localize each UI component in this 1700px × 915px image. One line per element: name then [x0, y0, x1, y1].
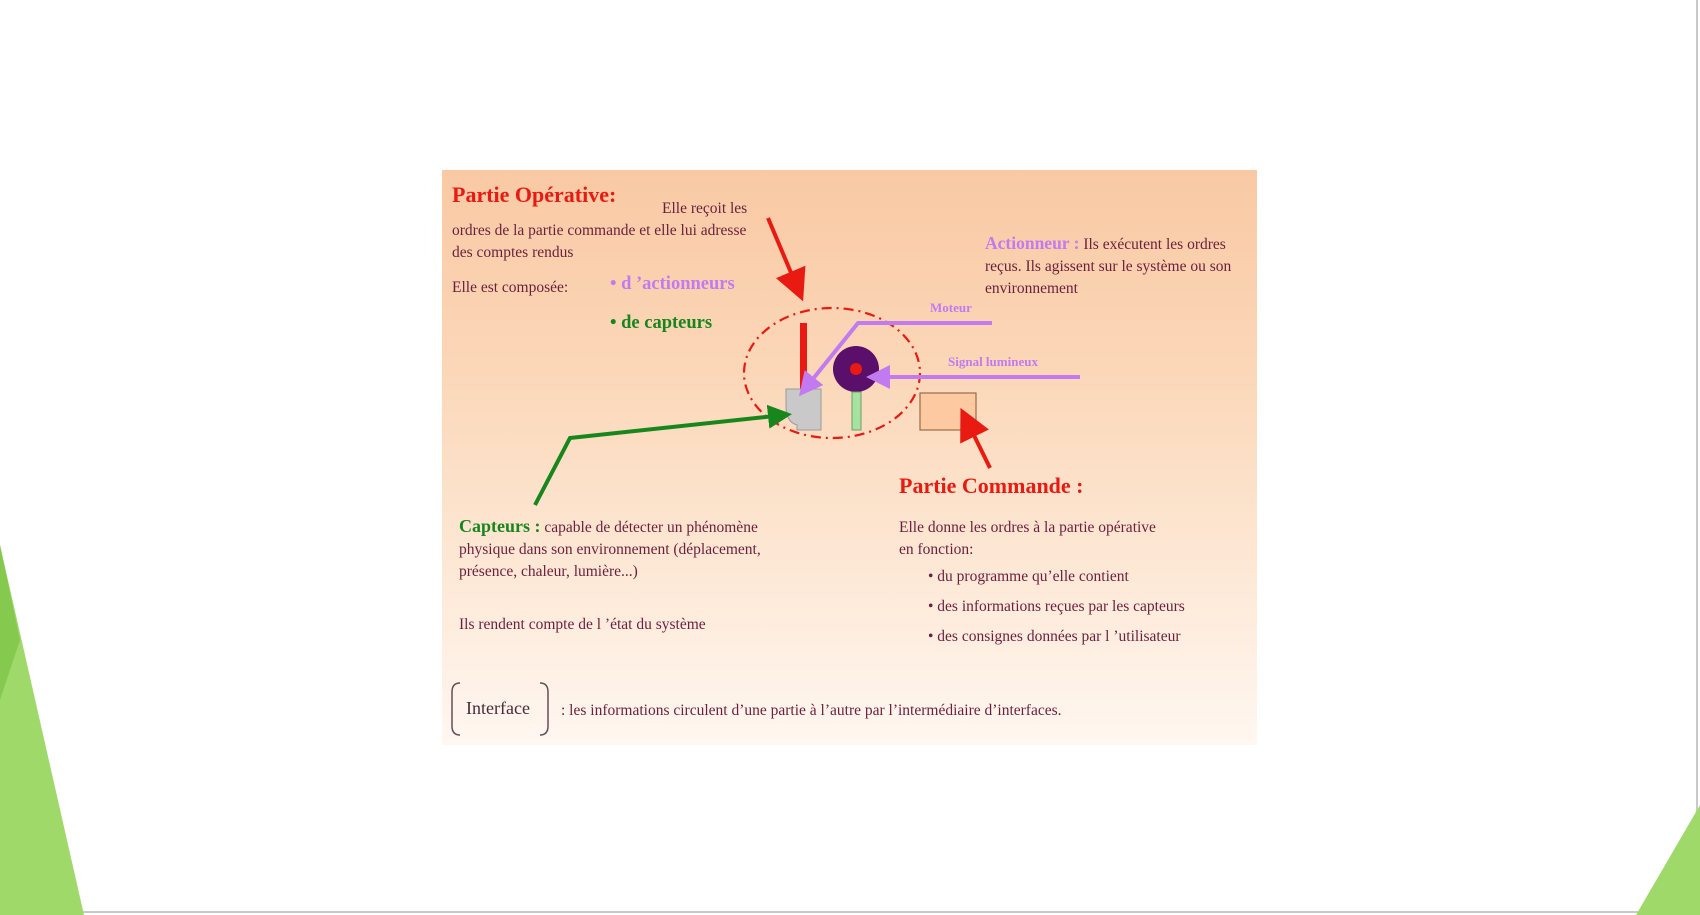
system-diagram: [533, 217, 1080, 506]
operative-part-ellipse: [742, 306, 922, 440]
interface-text: : les informations circulent d’une parti…: [561, 702, 1062, 719]
bullet-capteurs: • de capteurs: [610, 313, 713, 333]
actuator-red-bar: [800, 323, 807, 395]
label-signal-lumineux: Signal lumineux: [948, 354, 1038, 369]
arrow-moteur: [798, 321, 992, 397]
arrow-to-operative: [766, 217, 806, 302]
interface-bracket-box: [451, 682, 549, 736]
sensor-grey-block: [785, 388, 822, 431]
composed-label: Elle est composée:: [452, 279, 569, 296]
commande-bullet: • du programme qu’elle contient: [928, 568, 1129, 585]
capteurs-desc: capable de détecter un phénomène physiqu…: [459, 519, 761, 580]
operative-title-block: Partie Opérative:: [452, 184, 752, 209]
motor-shaft: [851, 391, 862, 431]
capteurs-title: Capteurs :: [459, 516, 541, 536]
operative-desc: Elle reçoit les ordres de la partie comm…: [452, 200, 748, 261]
commande-bullet: • des informations reçues par les capteu…: [928, 598, 1185, 615]
motor-center: [850, 363, 862, 375]
capteurs-block: Capteurs : capable de détecter un phénom…: [459, 515, 764, 583]
arrow-to-command: [960, 407, 992, 469]
commande-desc: Elle donne les ordres à la partie opérat…: [899, 519, 1156, 558]
arrow-capteurs: [533, 404, 792, 506]
commande-bullet: • des consignes données par l ’utilisate…: [928, 628, 1181, 645]
actionneur-desc: Ils exécutent les ordres reçus. Ils agis…: [985, 236, 1232, 297]
interface-label: Interface: [466, 698, 530, 718]
bullet-actionneurs: • d ’actionneurs: [610, 274, 735, 294]
commande-title: Partie Commande :: [899, 473, 1084, 498]
capteurs-state: Ils rendent compte de l ’état du système: [459, 616, 706, 633]
operative-title: Partie Opérative:: [452, 182, 617, 207]
actionneur-block: Actionneur : Ils exécutent les ordres re…: [985, 232, 1247, 300]
actionneur-title: Actionneur :: [985, 233, 1080, 253]
label-moteur: Moteur: [930, 300, 972, 315]
diagram-panel: AD: [442, 170, 1257, 745]
